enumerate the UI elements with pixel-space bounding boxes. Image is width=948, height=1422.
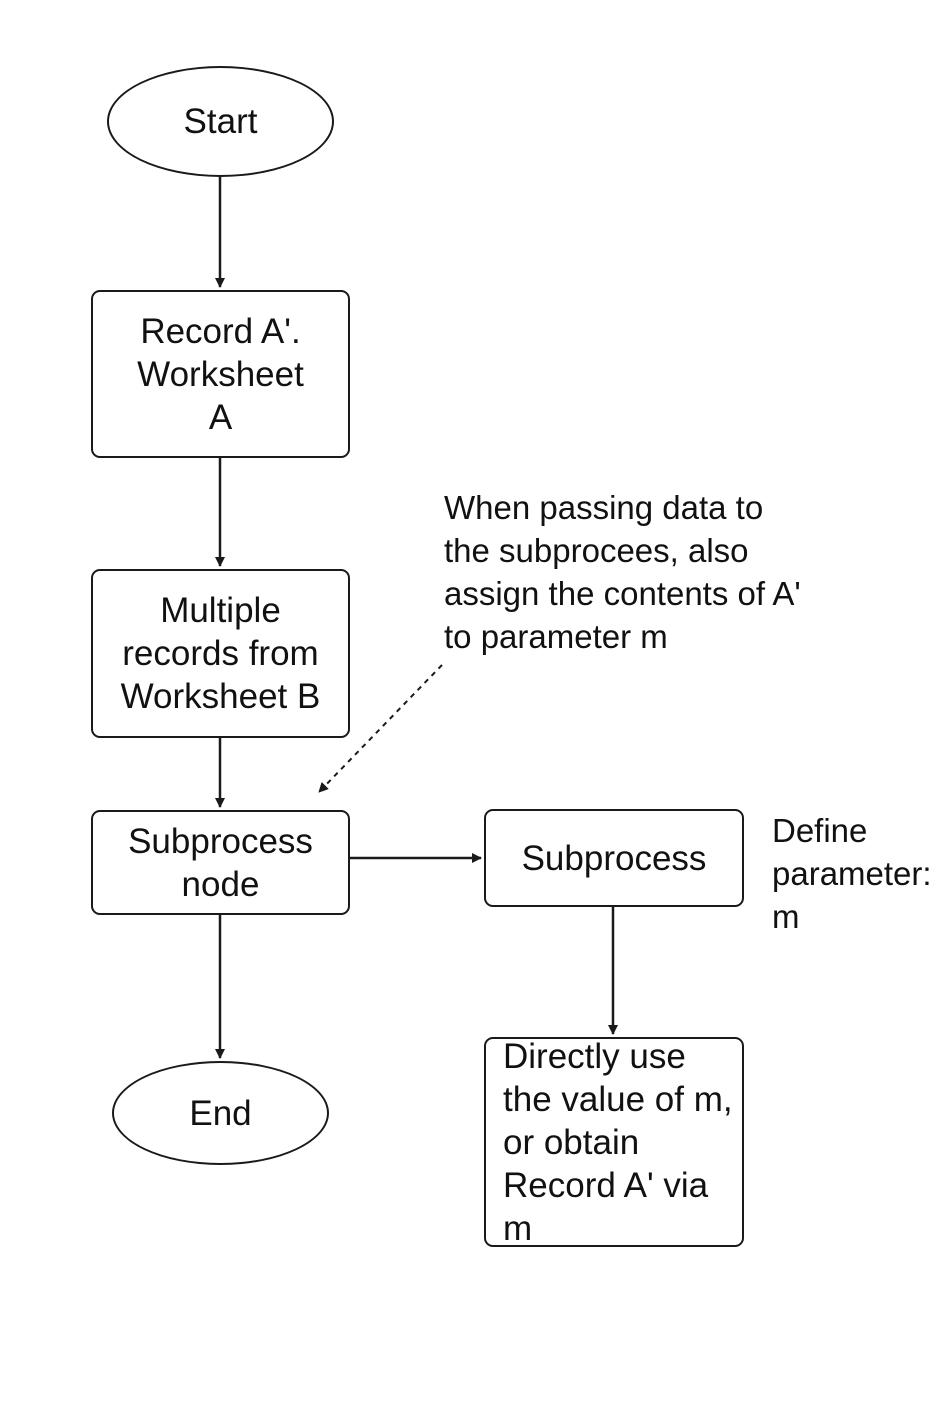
multiple-records-node-label: Multiple records from Worksheet B bbox=[120, 591, 321, 716]
start-node-label: Start bbox=[183, 102, 258, 141]
subprocess-node[interactable]: Subprocess node bbox=[91, 810, 350, 915]
record-a-node-label: Record A'. Worksheet A bbox=[137, 311, 304, 437]
multiple-records-node[interactable]: Multiple records from Worksheet B bbox=[91, 569, 350, 738]
use-value-node[interactable]: Directly use the value of m, or obtain R… bbox=[484, 1036, 744, 1248]
end-node-label: End bbox=[189, 1093, 252, 1133]
start-node[interactable]: Start bbox=[107, 66, 334, 177]
subprocess-box-label: Subprocess bbox=[521, 838, 707, 878]
use-value-node-label: Directly use the value of m, or obtain R… bbox=[503, 1036, 733, 1248]
subprocess-node-label: Subprocess node bbox=[128, 821, 313, 904]
record-a-node[interactable]: Record A'. Worksheet A bbox=[91, 290, 350, 458]
end-node[interactable]: End bbox=[112, 1061, 329, 1165]
define-parameter-note: Define parameter: m bbox=[772, 812, 932, 935]
subprocess-box[interactable]: Subprocess bbox=[484, 809, 744, 907]
passing-data-note: When passing data to the subprocees, als… bbox=[444, 489, 801, 655]
